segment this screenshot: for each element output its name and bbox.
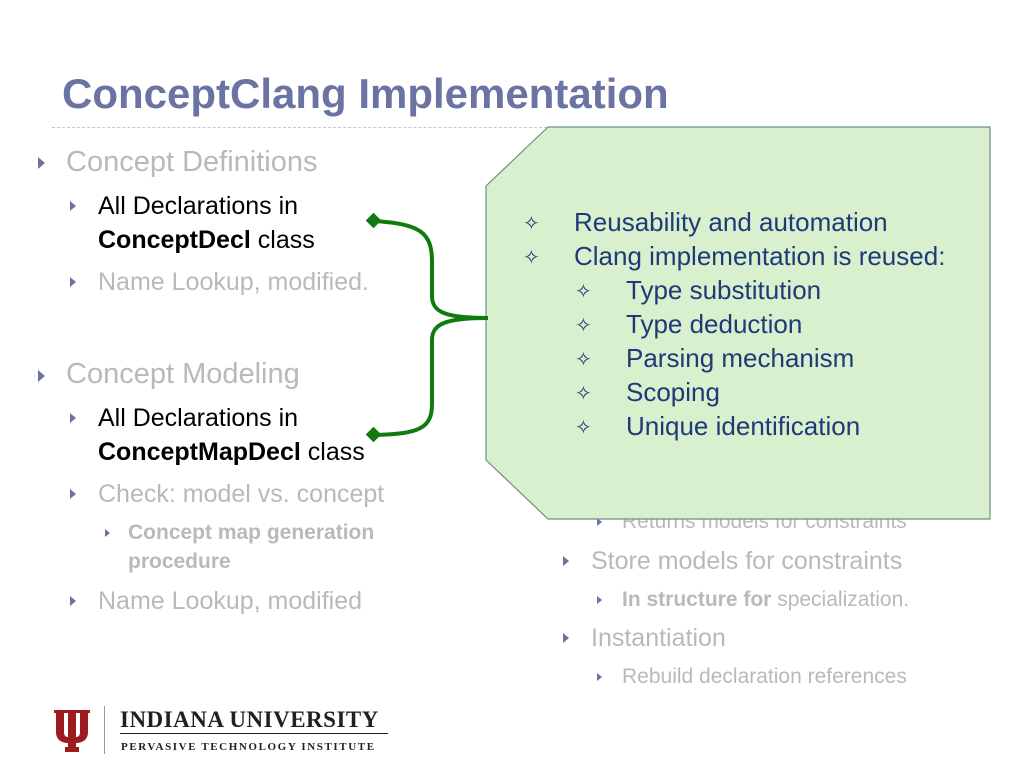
heading-concept-modeling: Concept Modeling — [66, 358, 300, 390]
heading-concept-definitions: Concept Definitions — [66, 146, 318, 178]
bullet-icon — [70, 201, 76, 211]
callout-box — [485, 126, 991, 520]
bullet-icon — [105, 529, 110, 537]
star-bullet-icon: ✧ — [575, 415, 592, 439]
bullet-icon — [597, 673, 602, 681]
item-bold: ConceptDecl — [98, 226, 251, 254]
trident-logo-icon — [54, 710, 90, 752]
star-bullet-icon: ✧ — [575, 279, 592, 303]
bullet-icon — [38, 157, 45, 169]
callout-subitem: Type deduction — [626, 309, 803, 339]
item-name-lookup-modified: Name Lookup, modified. — [98, 268, 369, 296]
item-line1: Concept map generation — [128, 521, 375, 544]
item-line2: ConceptDecl class — [98, 223, 315, 257]
star-bullet-icon: ✧ — [523, 211, 540, 235]
item-store-models: Store models for constraints — [591, 547, 903, 575]
bullet-icon — [597, 518, 602, 526]
item-line1: All Declarations in — [98, 192, 299, 220]
callout-subitem: Parsing mechanism — [626, 343, 855, 373]
bullet-icon — [70, 277, 76, 287]
item-rest: specialization. — [771, 588, 910, 611]
bullet-icon — [38, 370, 45, 382]
brace-icon — [373, 219, 489, 437]
bullet-icon — [70, 596, 76, 606]
bullet-icon — [70, 489, 76, 499]
university-name: INDIANA UNIVERSITY — [120, 707, 379, 732]
callout-subitem: Type substitution — [626, 275, 822, 305]
item-bold: In structure for — [622, 588, 772, 611]
title-divider — [52, 127, 552, 128]
item-line2: ConceptMapDecl class — [98, 435, 365, 469]
star-bullet-icon: ✧ — [523, 245, 540, 269]
brace-end-bottom — [365, 426, 382, 443]
callout-subitem: Scoping — [626, 377, 720, 407]
callout-item: Reusability and automation — [574, 207, 888, 237]
callout-item: Clang implementation is reused: — [574, 241, 946, 271]
item-check-model-vs-concept: Check: model vs. concept — [98, 480, 385, 508]
star-bullet-icon: ✧ — [575, 313, 592, 337]
bullet-icon — [597, 596, 602, 604]
bullet-icon — [563, 633, 569, 643]
brace-end-top — [365, 212, 382, 229]
callout-subitem: Unique identification — [626, 411, 861, 441]
institute-name: PERVASIVE TECHNOLOGY INSTITUTE — [121, 741, 376, 753]
item-in-structure-for: In structure for specialization. — [622, 588, 909, 612]
logo-rule — [120, 733, 388, 734]
item-all-declarations-conceptmapdecl: All Declarations in ConceptMapDecl class — [98, 401, 365, 469]
logo-divider — [104, 706, 105, 754]
star-bullet-icon: ✧ — [575, 347, 592, 371]
item-line2: procedure — [128, 550, 231, 573]
item-bold: ConceptMapDecl — [98, 438, 301, 466]
bullet-icon — [563, 556, 569, 566]
bullet-icon — [70, 413, 76, 423]
item-name-lookup-modified-2: Name Lookup, modified — [98, 587, 363, 615]
item-rest: class — [250, 226, 315, 254]
item-line1: All Declarations in — [98, 404, 299, 432]
item-instantiation: Instantiation — [591, 624, 726, 652]
slide-title: ConceptClang Implementation — [62, 70, 669, 117]
item-rest: class — [300, 438, 365, 466]
item-rebuild-declaration-references: Rebuild declaration references — [622, 665, 907, 688]
item-concept-map-generation: Concept map generation procedure — [128, 518, 374, 576]
item-all-declarations-conceptdecl: All Declarations in ConceptDecl class — [98, 189, 315, 257]
star-bullet-icon: ✧ — [575, 381, 592, 405]
